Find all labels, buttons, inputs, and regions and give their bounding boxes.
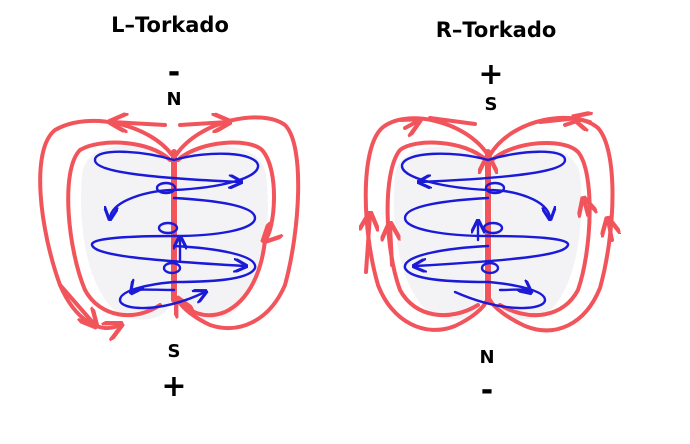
field-line-inner-right: [176, 140, 274, 240]
r-torkado-title: R–Torkado: [435, 18, 557, 42]
l-torkado-title: L–Torkado: [111, 13, 229, 37]
field-line-outer-right: [174, 115, 301, 331]
helix-loop-3: [453, 280, 547, 310]
l-top-pole: N: [166, 89, 182, 110]
helix-loop-1: [420, 150, 567, 182]
l-torkado-diagram: [38, 115, 301, 331]
helix-loop-2: [486, 188, 550, 218]
field-line-inner-left: [66, 140, 172, 318]
helix-loop-2: [110, 188, 176, 218]
helix-loop-1: [93, 150, 240, 182]
field-line-top-arrow-l: [428, 116, 477, 126]
field-line-top-arrow-l: [112, 122, 167, 125]
l-bottom-pole: S: [167, 341, 181, 362]
field-line-inner-left: [385, 140, 488, 318]
r-bottom-pole: N: [479, 347, 495, 368]
r-top-pole: S: [484, 94, 498, 115]
r-bottom-sign: -: [480, 373, 494, 408]
right-lobe: [492, 146, 582, 320]
r-top-sign: +: [478, 57, 504, 92]
r-torkado-diagram: [366, 116, 613, 333]
l-top-sign: -: [167, 55, 181, 90]
helix-loop-3: [118, 280, 205, 310]
field-line-top-arrow-r: [178, 122, 228, 125]
left-lobe: [80, 145, 172, 320]
l-bottom-sign: +: [161, 369, 187, 404]
